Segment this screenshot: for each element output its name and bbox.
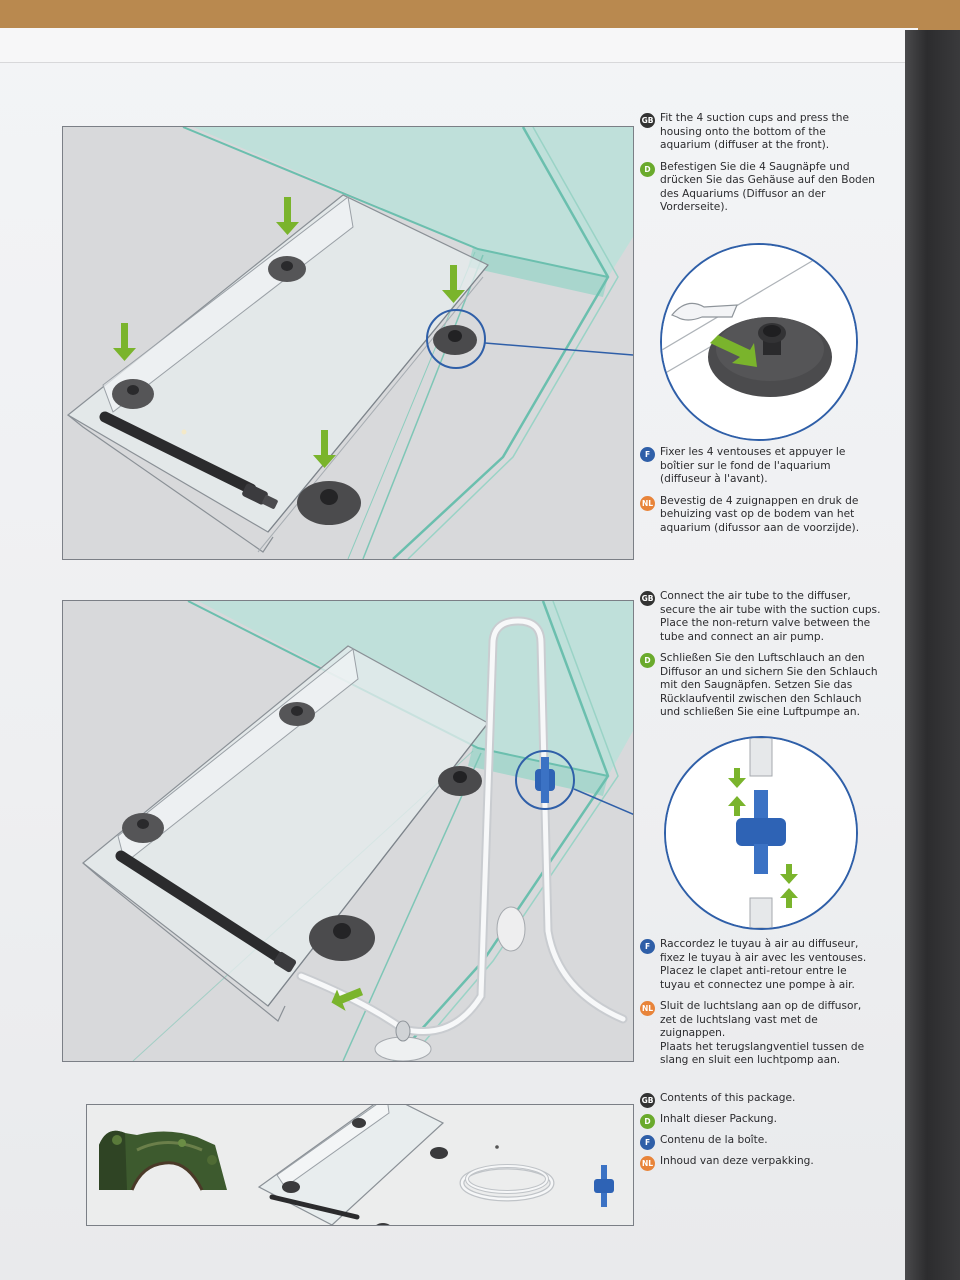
- step2-nl-text: Sluit de luchtslang aan op de diffusor, …: [660, 1000, 865, 1066]
- step1-aquarium-drawing: [63, 127, 633, 559]
- gb-badge: GB: [640, 591, 655, 606]
- nl-badge: NL: [640, 1156, 655, 1171]
- package-back-panel: GB Fit the 4 suction cups and press the …: [0, 28, 918, 1280]
- step2-d-text: Schließen Sie den Luftschlauch an den Di…: [660, 652, 878, 718]
- step2-f-row: F Raccordez le tuyau à air au diffuseur,…: [640, 938, 885, 992]
- d-badge: D: [640, 653, 655, 668]
- contents-f-text: Contenu de la boîte.: [660, 1134, 768, 1146]
- step2-nl-row: NL Sluit de luchtslang aan op de diffuso…: [640, 1000, 885, 1068]
- package-contents-text: GB Contents of this package. D Inhalt di…: [640, 1092, 885, 1176]
- step1-d-text: Befestigen Sie die 4 Saugnäpfe und drück…: [660, 160, 876, 214]
- d-badge: D: [640, 1114, 655, 1129]
- step2-detail-circle: [664, 736, 858, 930]
- contents-f-row: F Contenu de la boîte.: [640, 1134, 885, 1150]
- step1-f-text: Fixer les 4 ventouses et appuyer le boît…: [660, 446, 846, 485]
- contents-nl-text: Inhoud van deze verpakking.: [660, 1155, 814, 1167]
- step1-instructions-bottom: F Fixer les 4 ventouses et appuyer le bo…: [640, 446, 885, 543]
- step1-f-row: F Fixer les 4 ventouses et appuyer le bo…: [640, 446, 885, 487]
- nl-badge: NL: [640, 495, 655, 511]
- step2-aquarium-drawing: [63, 601, 633, 1061]
- step2-f-text: Raccordez le tuyau à air au diffuseur, f…: [660, 938, 867, 991]
- step1-detail-circle: [660, 243, 858, 441]
- d-badge: D: [640, 161, 655, 177]
- step1-d-row: D Befestigen Sie die 4 Saugnäpfe und drü…: [640, 161, 885, 215]
- box-dark-side: [905, 30, 960, 1280]
- step2-instructions-bottom: F Raccordez le tuyau à air au diffuseur,…: [640, 938, 885, 1076]
- non-return-valve-detail: [666, 738, 856, 928]
- step1-gb-text: Fit the 4 suction cups and press the hou…: [660, 112, 849, 151]
- step2-illustration: [62, 600, 634, 1062]
- contents-d-text: Inhalt dieser Packung.: [660, 1113, 778, 1125]
- package-contents-illustration: [86, 1104, 634, 1226]
- bridge-ornament-icon: [99, 1130, 227, 1191]
- contents-gb-row: GB Contents of this package.: [640, 1092, 885, 1108]
- step2-gb-text: Connect the air tube to the diffuser, se…: [660, 590, 881, 643]
- box-top-flap: [0, 28, 918, 63]
- step1-nl-row: NL Bevestig de 4 zuignappen en druk de b…: [640, 495, 885, 536]
- f-badge: F: [640, 939, 655, 954]
- step1-nl-text: Bevestig de 4 zuignappen en druk de behu…: [660, 494, 860, 534]
- gb-badge: GB: [640, 113, 655, 128]
- f-badge: F: [640, 1135, 655, 1150]
- step2-instructions-top: GB Connect the air tube to the diffuser,…: [640, 590, 885, 728]
- contents-d-row: D Inhalt dieser Packung.: [640, 1113, 885, 1129]
- step1-illustration: [62, 126, 634, 560]
- gb-badge: GB: [640, 1093, 655, 1108]
- step1-gb-row: GB Fit the 4 suction cups and press the …: [640, 112, 885, 153]
- package-contents-drawing: [87, 1105, 633, 1225]
- step1-instructions-top: GB Fit the 4 suction cups and press the …: [640, 112, 885, 223]
- f-badge: F: [640, 447, 655, 462]
- contents-gb-text: Contents of this package.: [660, 1092, 796, 1104]
- nl-badge: NL: [640, 1001, 655, 1016]
- suction-cup-slot-detail: [662, 245, 856, 439]
- contents-nl-row: NL Inhoud van deze verpakking.: [640, 1155, 885, 1171]
- step2-d-row: D Schließen Sie den Luftschlauch an den …: [640, 652, 885, 720]
- step2-gb-row: GB Connect the air tube to the diffuser,…: [640, 590, 885, 644]
